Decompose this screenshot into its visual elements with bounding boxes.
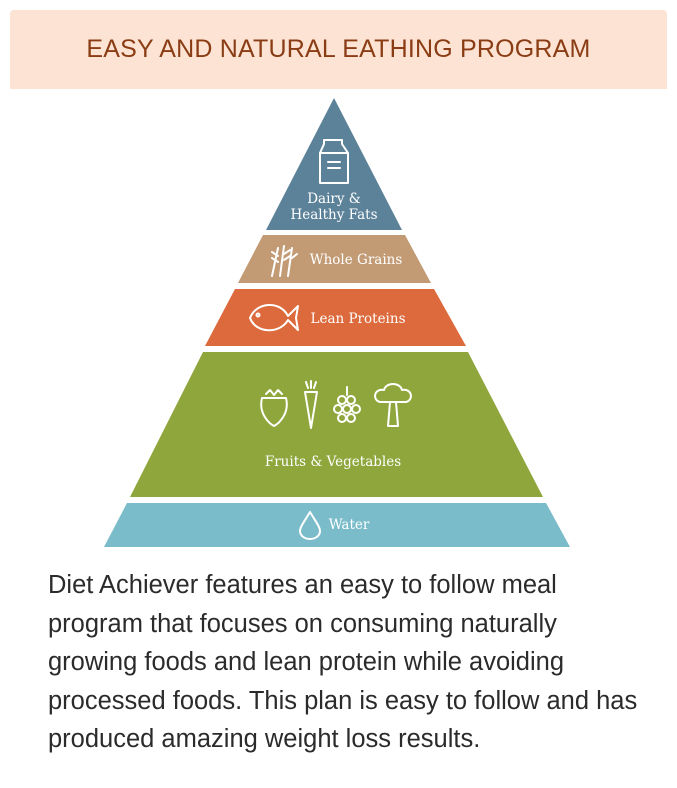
tier-whole-grains: Whole Grains [238, 235, 431, 283]
tier-whole-grains-label: Whole Grains [310, 252, 403, 268]
tier-dairy-label-line2: Healthy Fats [290, 207, 377, 223]
tier-dairy-label-line1: Dairy & [307, 191, 361, 207]
grapes-icon [333, 386, 361, 423]
header-banner: EASY AND NATURAL EATHING PROGRAM [10, 10, 667, 89]
program-description: Diet Achiever features an easy to follow… [48, 571, 638, 753]
tier-fruits-vegetables-label: Fruits & Vegetables [265, 454, 401, 470]
strawberry-icon [260, 389, 288, 427]
tier-dairy-shape [266, 98, 402, 230]
tier-lean-proteins: Lean Proteins [205, 289, 466, 346]
fish-icon [249, 304, 299, 332]
tier-lean-proteins-shape [205, 289, 466, 346]
tier-water-shape [104, 503, 570, 547]
water-drop-icon [299, 511, 321, 540]
wheat-icon [271, 245, 298, 277]
tier-fruits-vegetables: Fruits & Vegetables [130, 352, 543, 497]
tier-lean-proteins-label: Lean Proteins [310, 311, 405, 327]
page-title: EASY AND NATURAL EATHING PROGRAM [86, 35, 591, 63]
tier-fruits-vegetables-shape [130, 352, 543, 497]
food-pyramid: Dairy & Healthy Fats Whole Grains Lean P… [104, 98, 570, 547]
tier-whole-grains-shape [238, 235, 431, 283]
tier-water-label: Water [329, 517, 370, 533]
broccoli-icon [374, 383, 412, 427]
carrot-icon [304, 380, 318, 429]
tier-water: Water [104, 503, 570, 547]
milk-carton-icon [319, 139, 349, 184]
tier-dairy-healthy-fats: Dairy & Healthy Fats [266, 98, 402, 230]
